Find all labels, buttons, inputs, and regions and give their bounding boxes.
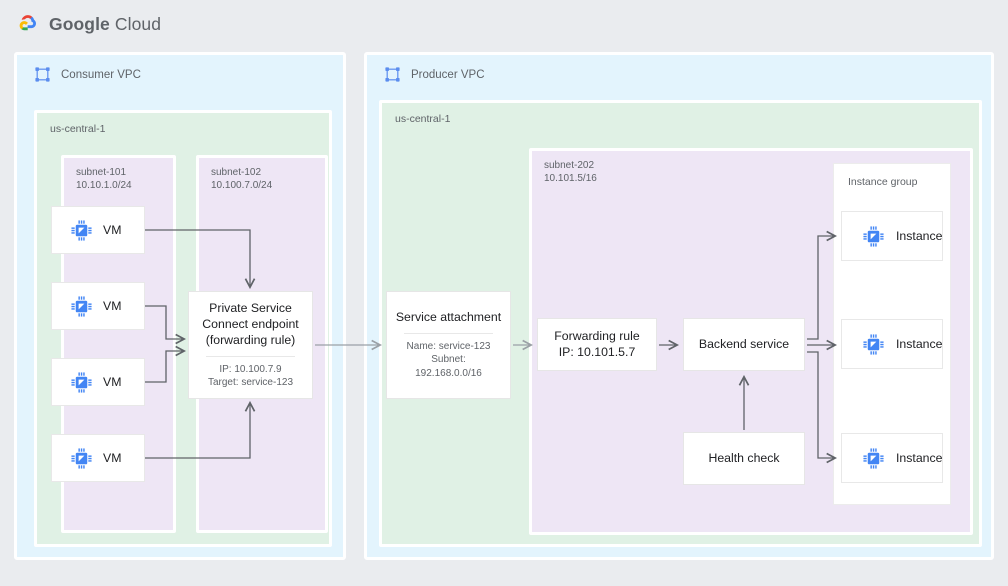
consumer-vpc-header: Consumer VPC — [34, 66, 141, 83]
service-attachment-subnet-label: Subnet: — [431, 354, 466, 366]
vm-box-1[interactable]: VM — [51, 206, 145, 254]
backend-service-title: Backend service — [698, 336, 790, 351]
vm-label-4: VM — [103, 451, 122, 465]
forwarding-rule-box[interactable]: Forwarding rule IP: 10.101.5.7 — [537, 318, 657, 371]
subnet-202-label: subnet-202 10.101.5/16 — [544, 160, 597, 186]
psc-title-line-3: (forwarding rule) — [205, 332, 296, 347]
producer-region-label: us-central-1 — [395, 113, 451, 125]
forwarding-rule-ip: IP: 10.101.5.7 — [558, 344, 636, 359]
consumer-vpc-title: Consumer VPC — [61, 68, 141, 81]
instance-box-1[interactable]: Instance — [841, 211, 943, 261]
instance-box-2[interactable]: Instance — [841, 319, 943, 369]
service-attachment-box[interactable]: Service attachment Name: service-123 Sub… — [386, 291, 511, 399]
vm-label-2: VM — [103, 299, 122, 313]
vm-label-1: VM — [103, 223, 122, 237]
vm-chip-icon — [71, 219, 92, 241]
google-cloud-logo-icon — [19, 15, 36, 31]
vm-box-2[interactable]: VM — [51, 282, 145, 330]
instance-group-label: Instance group — [848, 176, 918, 188]
brand-cloud: Cloud — [114, 13, 162, 34]
google-cloud-brand: Google Cloud — [14, 11, 161, 37]
subnet-101-name: subnet-101 — [76, 167, 127, 178]
producer-vpc-title: Producer VPC — [411, 68, 485, 81]
instance-label-2: Instance — [896, 337, 943, 351]
psc-target: Target: service-123 — [207, 376, 294, 388]
brand-google: Google — [49, 13, 110, 34]
vpc-network-icon — [35, 67, 50, 82]
vm-chip-icon — [863, 447, 884, 469]
psc-endpoint-title: Private Service Connect endpoint (forwar… — [202, 301, 298, 349]
producer-vpc-header: Producer VPC — [384, 66, 485, 83]
psc-endpoint-details: IP: 10.100.7.9 Target: service-123 — [208, 363, 293, 389]
vm-box-4[interactable]: VM — [51, 434, 145, 482]
health-check-box[interactable]: Health check — [683, 432, 805, 485]
subnet-101-label: subnet-101 10.10.1.0/24 — [76, 167, 132, 193]
instance-label-1: Instance — [896, 229, 943, 243]
vm-chip-icon — [71, 295, 92, 317]
psc-title-line-2: Connect endpoint — [202, 316, 299, 331]
service-attachment-details: Name: service-123 Subnet: 192.168.0.0/16 — [407, 340, 491, 380]
health-check-title: Health check — [708, 450, 780, 465]
subnet-202-cidr: 10.101.5/16 — [544, 172, 597, 184]
consumer-region-label: us-central-1 — [50, 123, 106, 135]
brand-wordmark: Google Cloud — [49, 14, 161, 35]
instance-box-3[interactable]: Instance — [841, 433, 943, 483]
instance-label-3: Instance — [896, 451, 943, 465]
vm-chip-icon — [71, 371, 92, 393]
service-attachment-title: Service attachment — [395, 310, 502, 325]
subnet-102-name: subnet-102 — [211, 167, 262, 178]
psc-divider — [206, 355, 295, 357]
vm-box-3[interactable]: VM — [51, 358, 145, 406]
subnet-102-label: subnet-102 10.100.7.0/24 — [211, 167, 272, 193]
vm-chip-icon — [71, 447, 92, 469]
psc-endpoint-box[interactable]: Private Service Connect endpoint (forwar… — [188, 291, 313, 399]
subnet-101-cidr: 10.10.1.0/24 — [76, 179, 132, 191]
psc-ip: IP: 10.100.7.9 — [219, 363, 282, 375]
subnet-102-cidr: 10.100.7.0/24 — [211, 179, 273, 191]
service-attachment-subnet-cidr: 192.168.0.0/16 — [415, 367, 482, 379]
vm-chip-icon — [863, 333, 884, 355]
service-attachment-divider — [404, 333, 493, 335]
forwarding-rule-title: Forwarding rule — [554, 328, 640, 343]
service-attachment-name: Name: service-123 — [406, 341, 491, 353]
vm-chip-icon — [863, 225, 884, 247]
vm-label-3: VM — [103, 375, 122, 389]
backend-service-box[interactable]: Backend service — [683, 318, 805, 371]
vpc-network-icon — [385, 67, 400, 82]
subnet-202-name: subnet-202 — [544, 160, 595, 171]
psc-title-line-1: Private Service — [209, 300, 292, 315]
